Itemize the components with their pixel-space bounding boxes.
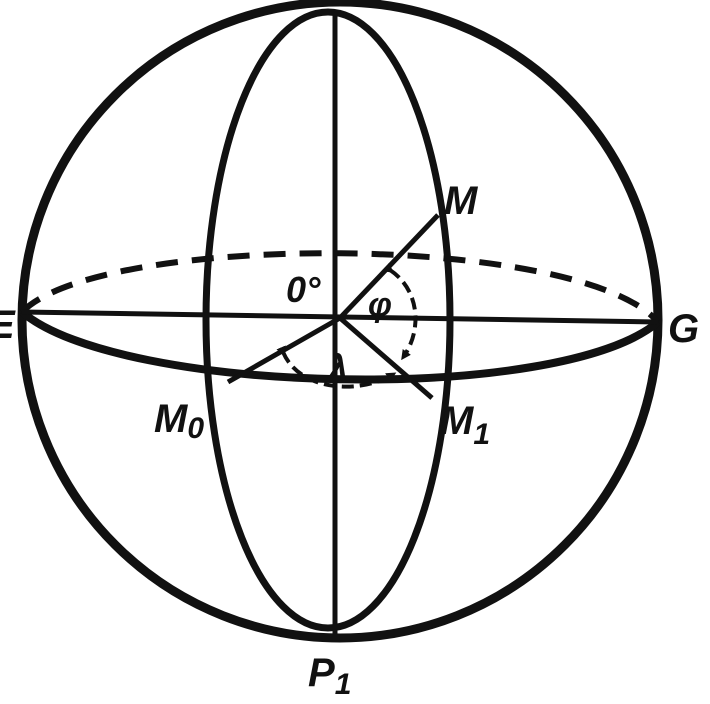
label-p1: P1 [308,651,351,701]
label-m1: M1 [440,399,490,451]
label-lambda: λ [326,347,348,388]
radius-to-m0 [226,315,342,385]
label-g: G [668,307,699,351]
equator-back-dashed [19,250,661,324]
phi-angle-arc [383,263,418,361]
label-e: E [0,303,16,347]
label-phi: φ [368,286,392,324]
label-m: M [444,179,479,223]
lambda-angle-arc [276,345,397,389]
label-m0: M0 [154,397,204,445]
label-origin: 0° [286,269,321,310]
